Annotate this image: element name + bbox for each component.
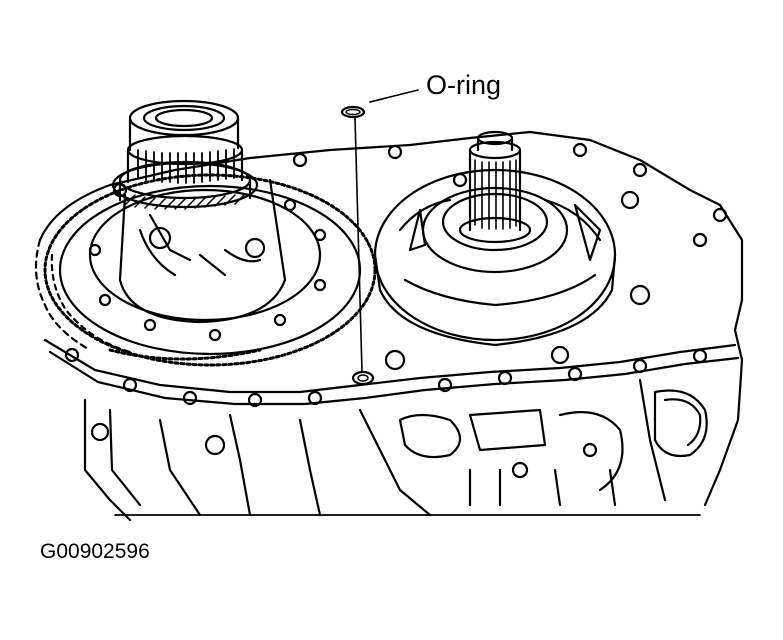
figure-id: G00902596 — [40, 540, 150, 563]
o-ring-callout-label: O-ring — [426, 70, 502, 100]
shaft-assembly — [373, 130, 651, 371]
o-ring-leader-line — [354, 89, 419, 373]
o-ring — [340, 105, 375, 386]
transaxle-case — [34, 130, 744, 522]
differential-assembly — [43, 99, 377, 367]
